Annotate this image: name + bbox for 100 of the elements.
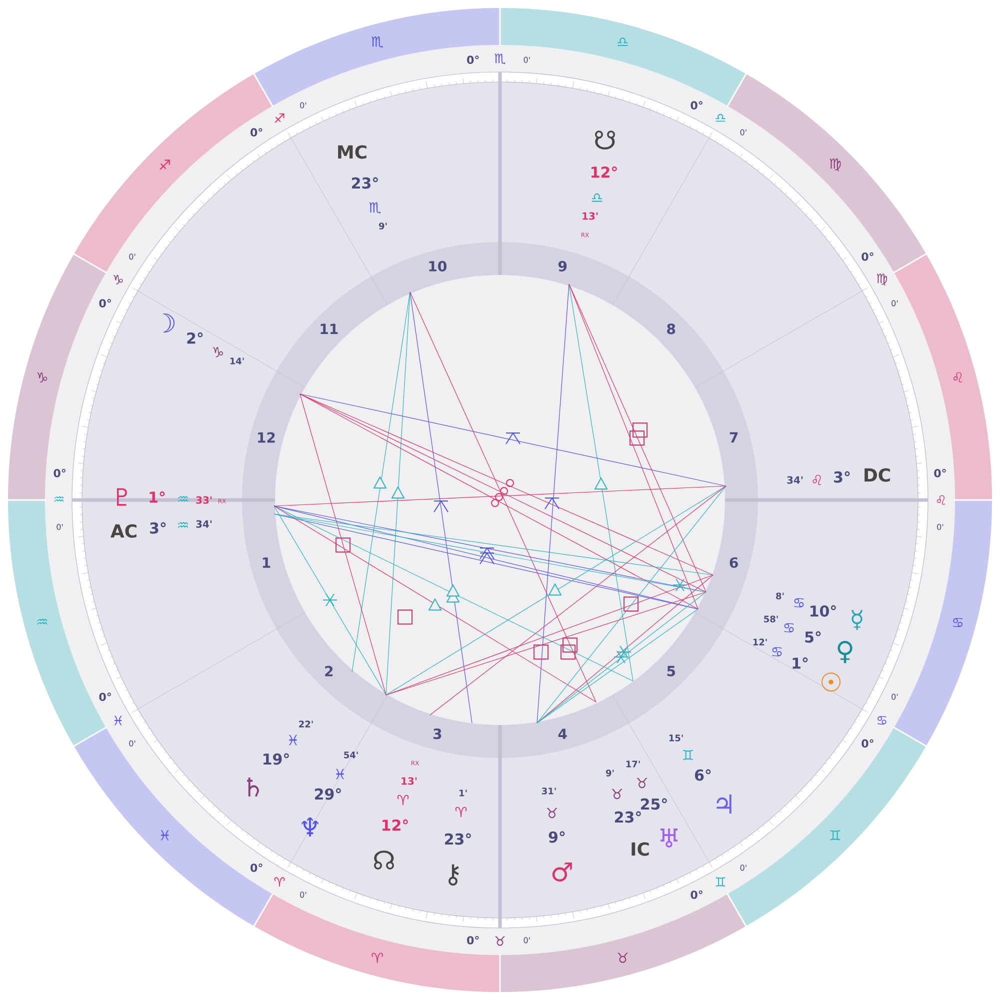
sign-glyph: ♈ bbox=[372, 952, 383, 963]
minute-label: 0' bbox=[937, 524, 944, 530]
planet-glyph: ♄ bbox=[247, 778, 259, 796]
minute-label: 0' bbox=[129, 254, 136, 260]
planet-glyph: ♂ bbox=[552, 862, 572, 882]
degree-label: 0° bbox=[250, 128, 262, 136]
sign-glyph: ♉ bbox=[637, 778, 648, 788]
house-number: 1 bbox=[262, 558, 270, 568]
degree-label: 6° bbox=[694, 769, 711, 781]
sign-glyph: ♏ bbox=[494, 54, 506, 64]
minute-label: 9' bbox=[606, 770, 614, 776]
degree-label: 0° bbox=[862, 252, 874, 261]
planet-glyph: ☉ bbox=[822, 672, 841, 692]
planet-glyph: ☿ bbox=[852, 610, 862, 630]
house-number: 3 bbox=[433, 728, 442, 740]
sign-glyph: ♈ bbox=[455, 806, 467, 818]
sign-glyph: ♏ bbox=[372, 36, 384, 48]
house-number: 7 bbox=[730, 432, 738, 442]
minute-label: 0' bbox=[740, 129, 746, 136]
sign-glyph: ♓ bbox=[160, 830, 169, 840]
planet-glyph: ☊ bbox=[374, 850, 394, 870]
degree-label: 5° bbox=[805, 631, 821, 643]
planet-glyph: ☋ bbox=[595, 130, 615, 150]
sign-glyph: ♍ bbox=[876, 274, 888, 286]
sign-glyph: ♎ bbox=[618, 38, 628, 46]
sign-glyph: ♋ bbox=[878, 716, 886, 725]
sign-glyph: ♊ bbox=[683, 750, 693, 760]
degree-label: 2° bbox=[187, 332, 203, 344]
planet-glyph: ♃ bbox=[716, 794, 732, 814]
sign-glyph: ♓ bbox=[336, 768, 344, 780]
sign-glyph: ♍ bbox=[830, 158, 841, 172]
minute-label: 1' bbox=[460, 790, 467, 796]
degree-label: 29° bbox=[315, 788, 341, 800]
sign-glyph: ♈ bbox=[274, 877, 285, 887]
minute-label: 9' bbox=[378, 222, 387, 230]
minute-label: 0' bbox=[56, 524, 63, 530]
sign-glyph: ♒ bbox=[54, 496, 64, 502]
minute-label: 58' bbox=[764, 616, 778, 622]
minute-label: 17' bbox=[626, 760, 640, 768]
degree-label: 0° bbox=[467, 936, 479, 944]
degree-label: 9° bbox=[548, 831, 565, 843]
minute-label: 0' bbox=[524, 56, 530, 63]
degree-label: 0° bbox=[467, 56, 479, 64]
minute-label: 0' bbox=[300, 102, 306, 108]
degree-label: 1° bbox=[792, 657, 808, 669]
minute-label: 0' bbox=[892, 694, 898, 700]
planet-glyph: ☽ bbox=[162, 314, 175, 332]
minute-label: 15' bbox=[669, 734, 683, 742]
minute-label: 31' bbox=[542, 788, 556, 794]
degree-label: 19° bbox=[264, 753, 289, 765]
house-number: 8 bbox=[667, 324, 676, 334]
sign-glyph: ♋ bbox=[784, 623, 794, 632]
minute-label: 54' bbox=[344, 752, 358, 758]
sign-glyph: ♌ bbox=[937, 495, 946, 505]
sign-glyph: ♏ bbox=[369, 202, 381, 214]
degree-label: 12° bbox=[592, 166, 617, 178]
house-number: 6 bbox=[730, 557, 738, 568]
sign-glyph: ♎ bbox=[716, 114, 726, 122]
sign-glyph: ♊ bbox=[716, 877, 726, 887]
sign-glyph: ♑ bbox=[114, 274, 123, 284]
degree-label: 23° bbox=[445, 833, 471, 845]
minute-label: 13' bbox=[582, 212, 598, 220]
degree-label: 23° bbox=[352, 177, 378, 189]
sign-glyph: ♒ bbox=[37, 618, 48, 625]
minute-label: 0' bbox=[524, 937, 530, 944]
minute-label: 8' bbox=[776, 592, 784, 600]
sign-glyph: ♈ bbox=[397, 794, 409, 806]
sign-glyph: ♓ bbox=[114, 716, 122, 726]
degree-label: 3° bbox=[150, 522, 166, 534]
degree-label: 3° bbox=[834, 471, 850, 483]
angle-label: AC bbox=[110, 524, 136, 538]
sign-glyph: ♊ bbox=[830, 830, 840, 840]
sign-glyph: ♋ bbox=[953, 618, 963, 628]
house-number: 12 bbox=[258, 432, 275, 443]
degree-label: 0° bbox=[99, 692, 111, 701]
degree-label: 1° bbox=[150, 491, 165, 503]
sign-glyph: ♌ bbox=[954, 372, 962, 382]
house-number: 5 bbox=[667, 666, 675, 676]
house-number: 4 bbox=[558, 728, 567, 739]
minute-label: 34' bbox=[196, 520, 212, 528]
minute-label: 0' bbox=[129, 740, 136, 746]
minute-label: 22' bbox=[299, 720, 313, 728]
degree-label: 23° bbox=[615, 811, 641, 823]
minute-label: 13' bbox=[402, 777, 417, 785]
minute-label: 33' bbox=[196, 496, 212, 504]
degree-label: 0° bbox=[690, 890, 702, 899]
degree-label: 0° bbox=[99, 299, 111, 308]
angle-label: DC bbox=[864, 468, 890, 482]
minute-label: 14' bbox=[230, 358, 244, 364]
degree-label: 10° bbox=[810, 605, 836, 617]
house-number: 2 bbox=[325, 666, 333, 676]
sign-glyph: ♑ bbox=[37, 372, 48, 382]
sign-glyph: ♉ bbox=[547, 808, 558, 818]
minute-label: 34' bbox=[787, 476, 803, 484]
sign-glyph: ♓ bbox=[288, 734, 298, 746]
sign-glyph: ♐ bbox=[160, 160, 170, 170]
minute-label: 0' bbox=[740, 864, 746, 871]
house-number: 11 bbox=[320, 324, 338, 334]
sign-glyph: ♉ bbox=[612, 788, 622, 800]
sign-glyph: ♐ bbox=[274, 113, 284, 123]
